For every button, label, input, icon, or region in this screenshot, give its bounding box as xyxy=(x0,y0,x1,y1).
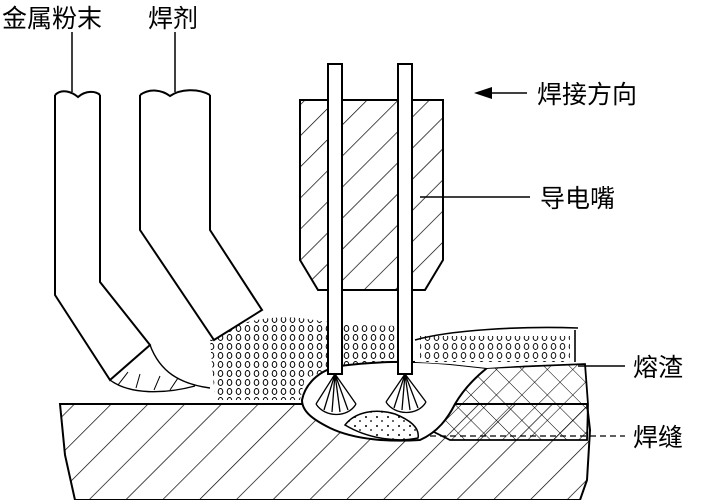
flux-tube xyxy=(139,89,264,342)
slag-layer xyxy=(414,326,579,368)
label-flux: 焊剂 xyxy=(148,4,198,33)
molten-pool xyxy=(300,360,490,442)
welding-direction-arrow xyxy=(474,87,527,99)
label-contact-tip: 导电嘴 xyxy=(540,184,615,213)
label-weld-seam: 焊缝 xyxy=(633,423,683,452)
arc-right xyxy=(385,373,427,414)
flux-heap xyxy=(210,317,400,400)
arc-left xyxy=(315,373,357,416)
metal-powder-tube xyxy=(54,90,211,393)
label-metal-powder: 金属粉末 xyxy=(2,4,102,33)
contact-tip xyxy=(299,99,444,291)
electrode-right xyxy=(397,63,413,375)
label-slag: 熔渣 xyxy=(633,353,683,382)
label-welding-direction: 焊接方向 xyxy=(537,80,637,109)
electrode-left xyxy=(327,63,343,375)
